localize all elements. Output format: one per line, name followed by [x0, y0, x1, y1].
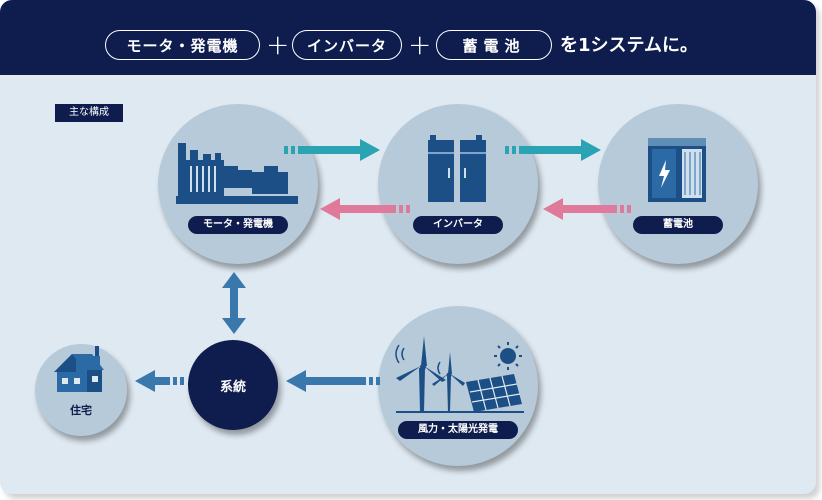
- house-icon: [54, 346, 104, 392]
- house-label: 住宅: [70, 404, 92, 417]
- inverter-label: インバータ: [413, 216, 503, 234]
- renewable-label: 風力・太陽光発電: [398, 421, 518, 439]
- solar-panel-icon: [466, 374, 522, 412]
- plus-sign: +: [408, 28, 432, 61]
- motor-label: モータ・発電機: [188, 216, 288, 234]
- motor-generator-icon: [176, 143, 298, 204]
- header-pill-inverter: インバータ: [292, 30, 402, 60]
- wind-lines-icon: [395, 344, 441, 375]
- arrow-grid-to-house: [135, 370, 184, 392]
- battery-label: 蓄電池: [633, 216, 723, 234]
- grid-circle: [188, 340, 278, 430]
- section-tag: 主な構成: [55, 104, 123, 122]
- header-pill-battery: 蓄電池: [436, 30, 552, 60]
- arrow-renewable-to-grid: [286, 370, 380, 392]
- grid-label: 系統: [219, 380, 246, 395]
- arrow-battery-to-inverter: [543, 198, 631, 220]
- wind-turbine-icon: [396, 336, 524, 413]
- arrow-motor-to-inverter: [284, 139, 380, 161]
- plus-sign: +: [266, 28, 290, 61]
- header-pill-motor: モータ・発電機: [105, 30, 260, 60]
- battery-icon: [648, 138, 706, 202]
- sun-icon: [494, 342, 522, 370]
- arrow-inverter-to-battery: [505, 139, 601, 161]
- header-banner: モータ・発電機 + インバータ + 蓄電池 を1システムに。: [0, 0, 816, 75]
- header-suffix: を1システムに。: [560, 35, 698, 56]
- inverter-circle: [378, 104, 538, 264]
- arrow-motor-grid-bidirectional: [222, 272, 246, 334]
- inverter-icon: [428, 135, 486, 202]
- arrow-inverter-to-motor: [320, 198, 410, 220]
